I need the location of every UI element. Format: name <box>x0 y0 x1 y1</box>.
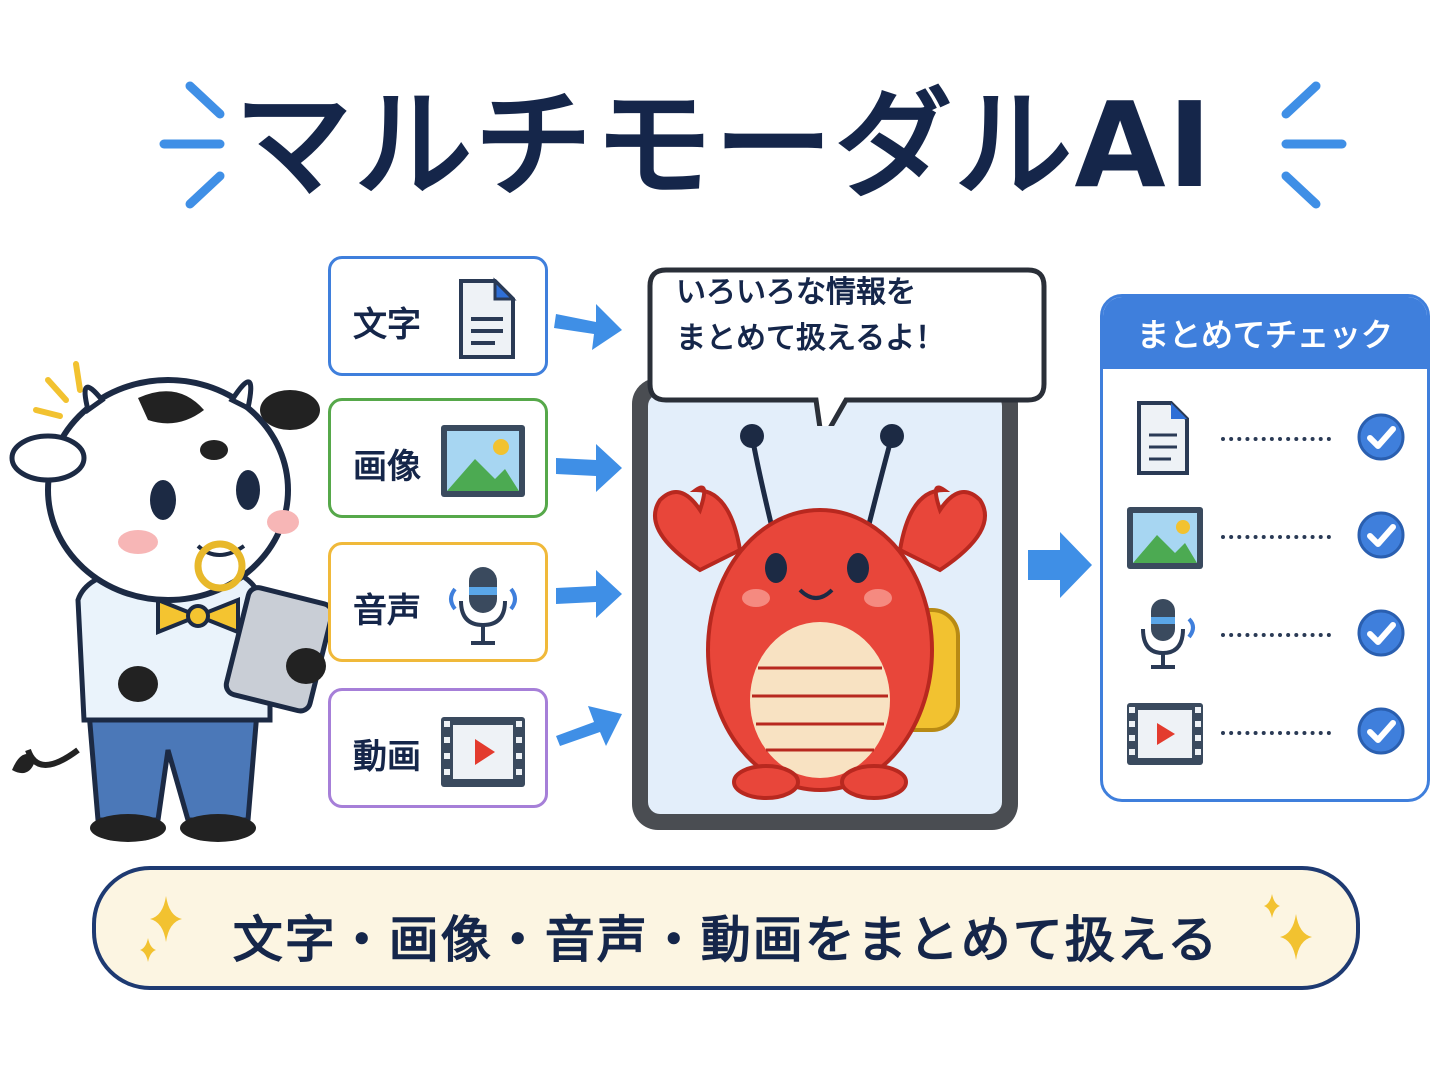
video-icon <box>1127 703 1203 765</box>
check-circle-icon <box>1357 609 1405 657</box>
video-icon <box>441 717 525 787</box>
arrow-text-icon <box>554 304 622 350</box>
dotted-leader <box>1221 633 1331 637</box>
summary-banner: 文字・画像・音声・動画をまとめて扱える <box>92 866 1360 990</box>
lobster-character <box>653 424 987 800</box>
input-label-text: 文字 <box>353 305 421 345</box>
input-card-video: 動画 <box>328 688 548 808</box>
cow-character <box>9 361 335 842</box>
image-icon <box>441 425 525 497</box>
document-icon <box>459 277 517 359</box>
burst-right-icon <box>1281 81 1347 209</box>
input-card-audio: 音声 <box>328 542 548 662</box>
summary-text: 文字・画像・音声・動画をまとめて扱える <box>232 911 1220 969</box>
check-row-audio <box>1103 591 1427 671</box>
check-circle-icon <box>1357 511 1405 559</box>
arrow-video-icon <box>556 706 622 746</box>
input-card-image: 画像 <box>328 398 548 518</box>
sparkle-left-icon <box>140 896 182 962</box>
input-label-video: 動画 <box>353 737 421 777</box>
arrow-output-icon <box>1028 532 1092 598</box>
check-circle-icon <box>1357 413 1405 461</box>
check-panel-header: まとめてチェック <box>1103 297 1427 369</box>
dotted-leader <box>1221 437 1331 441</box>
speech-bubble-text: いろいろな情報を まとめて扱えるよ！ <box>676 275 946 356</box>
dotted-leader <box>1221 535 1331 539</box>
page-title: マルチモーダルAI <box>234 76 1214 214</box>
sparkle-right-icon <box>1264 894 1312 960</box>
dotted-leader <box>1221 731 1331 735</box>
input-card-text: 文字 <box>328 256 548 376</box>
check-row-video <box>1103 689 1427 769</box>
document-icon <box>1137 401 1189 475</box>
image-icon <box>1127 507 1203 569</box>
arrow-image-icon <box>556 444 622 492</box>
check-circle-icon <box>1357 707 1405 755</box>
input-label-image: 画像 <box>353 447 421 487</box>
check-panel: まとめてチェック <box>1100 294 1430 802</box>
speech-bubble <box>647 267 1047 426</box>
check-row-text <box>1103 395 1427 475</box>
check-row-image <box>1103 493 1427 573</box>
microphone-icon <box>449 567 517 645</box>
microphone-icon <box>1141 599 1195 669</box>
arrow-audio-icon <box>556 570 622 618</box>
input-label-audio: 音声 <box>353 591 421 631</box>
burst-left-icon <box>159 81 225 209</box>
